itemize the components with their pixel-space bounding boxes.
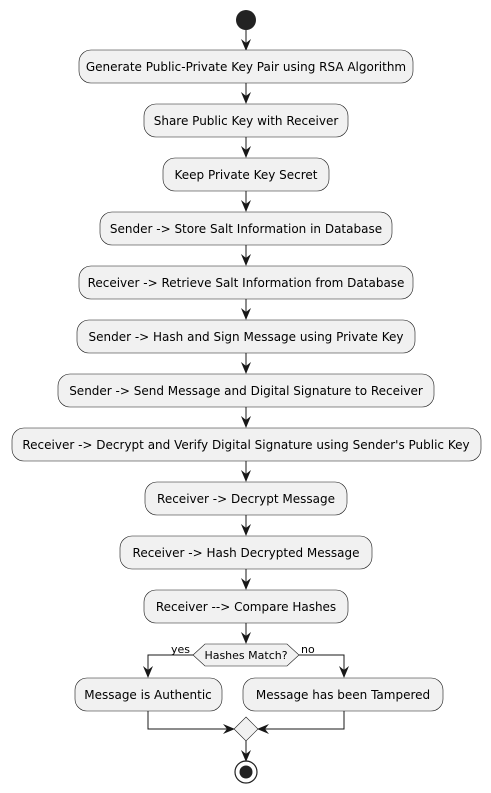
step-label: Receiver --> Compare Hashes: [156, 600, 336, 614]
step-node: Sender -> Hash and Sign Message using Pr…: [76, 319, 416, 354]
step-nodes: Generate Public-Private Key Pair using R…: [11, 49, 482, 624]
step-label: Share Public Key with Receiver: [154, 114, 339, 128]
step-node: Share Public Key with Receiver: [143, 103, 349, 138]
decision-label: Hashes Match?: [204, 649, 287, 662]
branch-yes-label: yes: [171, 643, 190, 656]
merge-node: [233, 716, 259, 742]
step-label: Receiver -> Decrypt and Verify Digital S…: [22, 438, 469, 452]
edge-decision-no: [299, 654, 349, 678]
step-node: Receiver -> Hash Decrypted Message: [119, 535, 373, 570]
step-node: Sender -> Store Salt Information in Data…: [99, 211, 393, 246]
step-node: Receiver --> Compare Hashes: [143, 589, 349, 624]
end-node: [234, 760, 258, 784]
step-node: Receiver -> Retrieve Salt Information fr…: [78, 265, 414, 300]
step-label: Generate Public-Private Key Pair using R…: [86, 60, 406, 74]
step-label: Keep Private Key Secret: [174, 168, 317, 182]
outcome-tampered: Message has been Tampered: [242, 677, 444, 712]
step-node: Receiver -> Decrypt and Verify Digital S…: [11, 427, 482, 462]
step-label: Sender -> Send Message and Digital Signa…: [69, 384, 423, 398]
step-label: Sender -> Store Salt Information in Data…: [110, 222, 382, 236]
step-node: Sender -> Send Message and Digital Signa…: [57, 373, 435, 408]
outcome-tampered-label: Message has been Tampered: [256, 688, 430, 702]
outcome-authentic-label: Message is Authentic: [84, 688, 212, 702]
edge-no-merge: [257, 711, 345, 734]
step-label: Receiver -> Hash Decrypted Message: [133, 546, 360, 560]
step-node: Generate Public-Private Key Pair using R…: [78, 49, 414, 84]
branch-no-label: no: [301, 643, 315, 656]
edge-decision-yes: [143, 654, 193, 678]
start-node: [236, 10, 256, 30]
step-label: Sender -> Hash and Sign Message using Pr…: [88, 330, 403, 344]
outcome-authentic: Message is Authentic: [74, 677, 223, 712]
step-node: Keep Private Key Secret: [162, 157, 330, 192]
step-label: Receiver -> Decrypt Message: [157, 492, 335, 506]
step-node: Receiver -> Decrypt Message: [144, 481, 348, 516]
decision-node: Hashes Match?: [192, 643, 300, 667]
edges: [143, 30, 349, 762]
step-label: Receiver -> Retrieve Salt Information fr…: [88, 276, 405, 290]
edge-yes-merge: [147, 711, 235, 734]
